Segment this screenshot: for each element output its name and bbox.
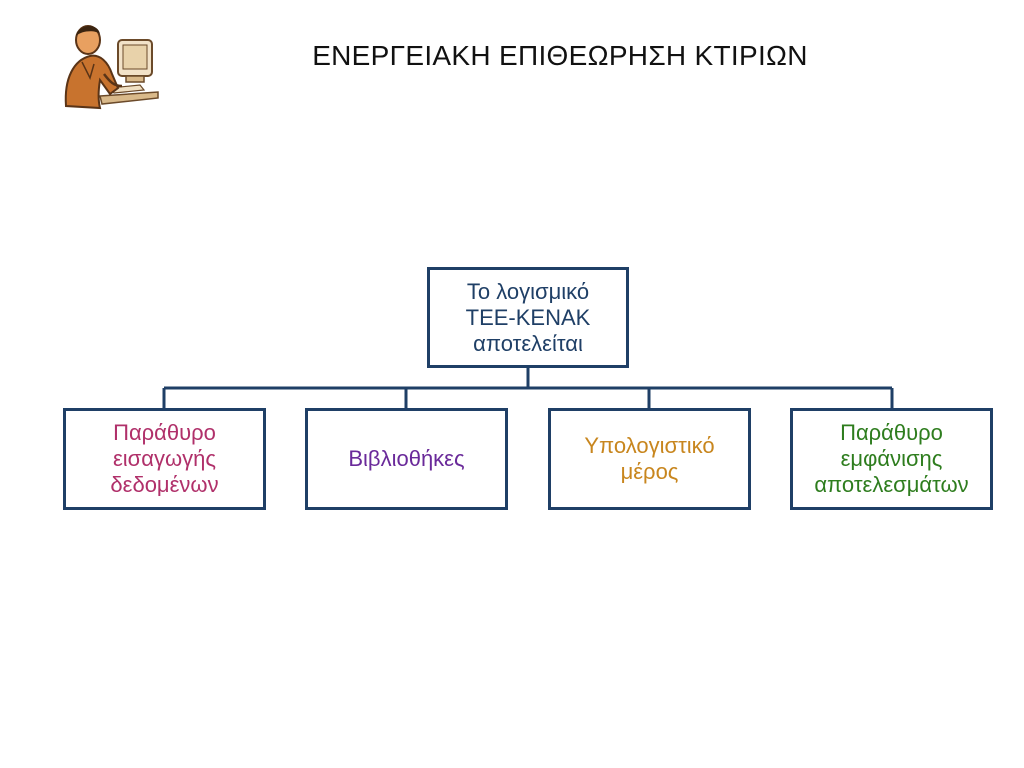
root-node: Το λογισμικό ΤΕΕ-ΚΕΝΑΚ αποτελείται [427,267,629,368]
child-node-results-window: Παράθυρο εμφάνισης αποτελεσμάτων [790,408,993,510]
slide-title: ΕΝΕΡΓΕΙΑΚΗ ΕΠΙΘΕΩΡΗΣΗ ΚΤΙΡΙΩΝ [312,40,808,71]
child-node-label: Παράθυρο εμφάνισης αποτελεσμάτων [814,420,969,497]
child-node-computational-part: Υπολογιστικό μέρος [548,408,751,510]
child-node-label: Υπολογιστικό μέρος [584,433,715,484]
child-node-label: Παράθυρο εισαγωγής δεδομένων [110,420,219,497]
child-node-libraries: Βιβλιοθήκες [305,408,508,510]
child-node-label: Βιβλιοθήκες [348,446,465,471]
root-node-label: Το λογισμικό ΤΕΕ-ΚΕΝΑΚ αποτελείται [465,278,591,356]
office-worker-at-computer-icon [64,25,159,110]
child-node-data-input-window: Παράθυρο εισαγωγής δεδομένων [63,408,266,510]
